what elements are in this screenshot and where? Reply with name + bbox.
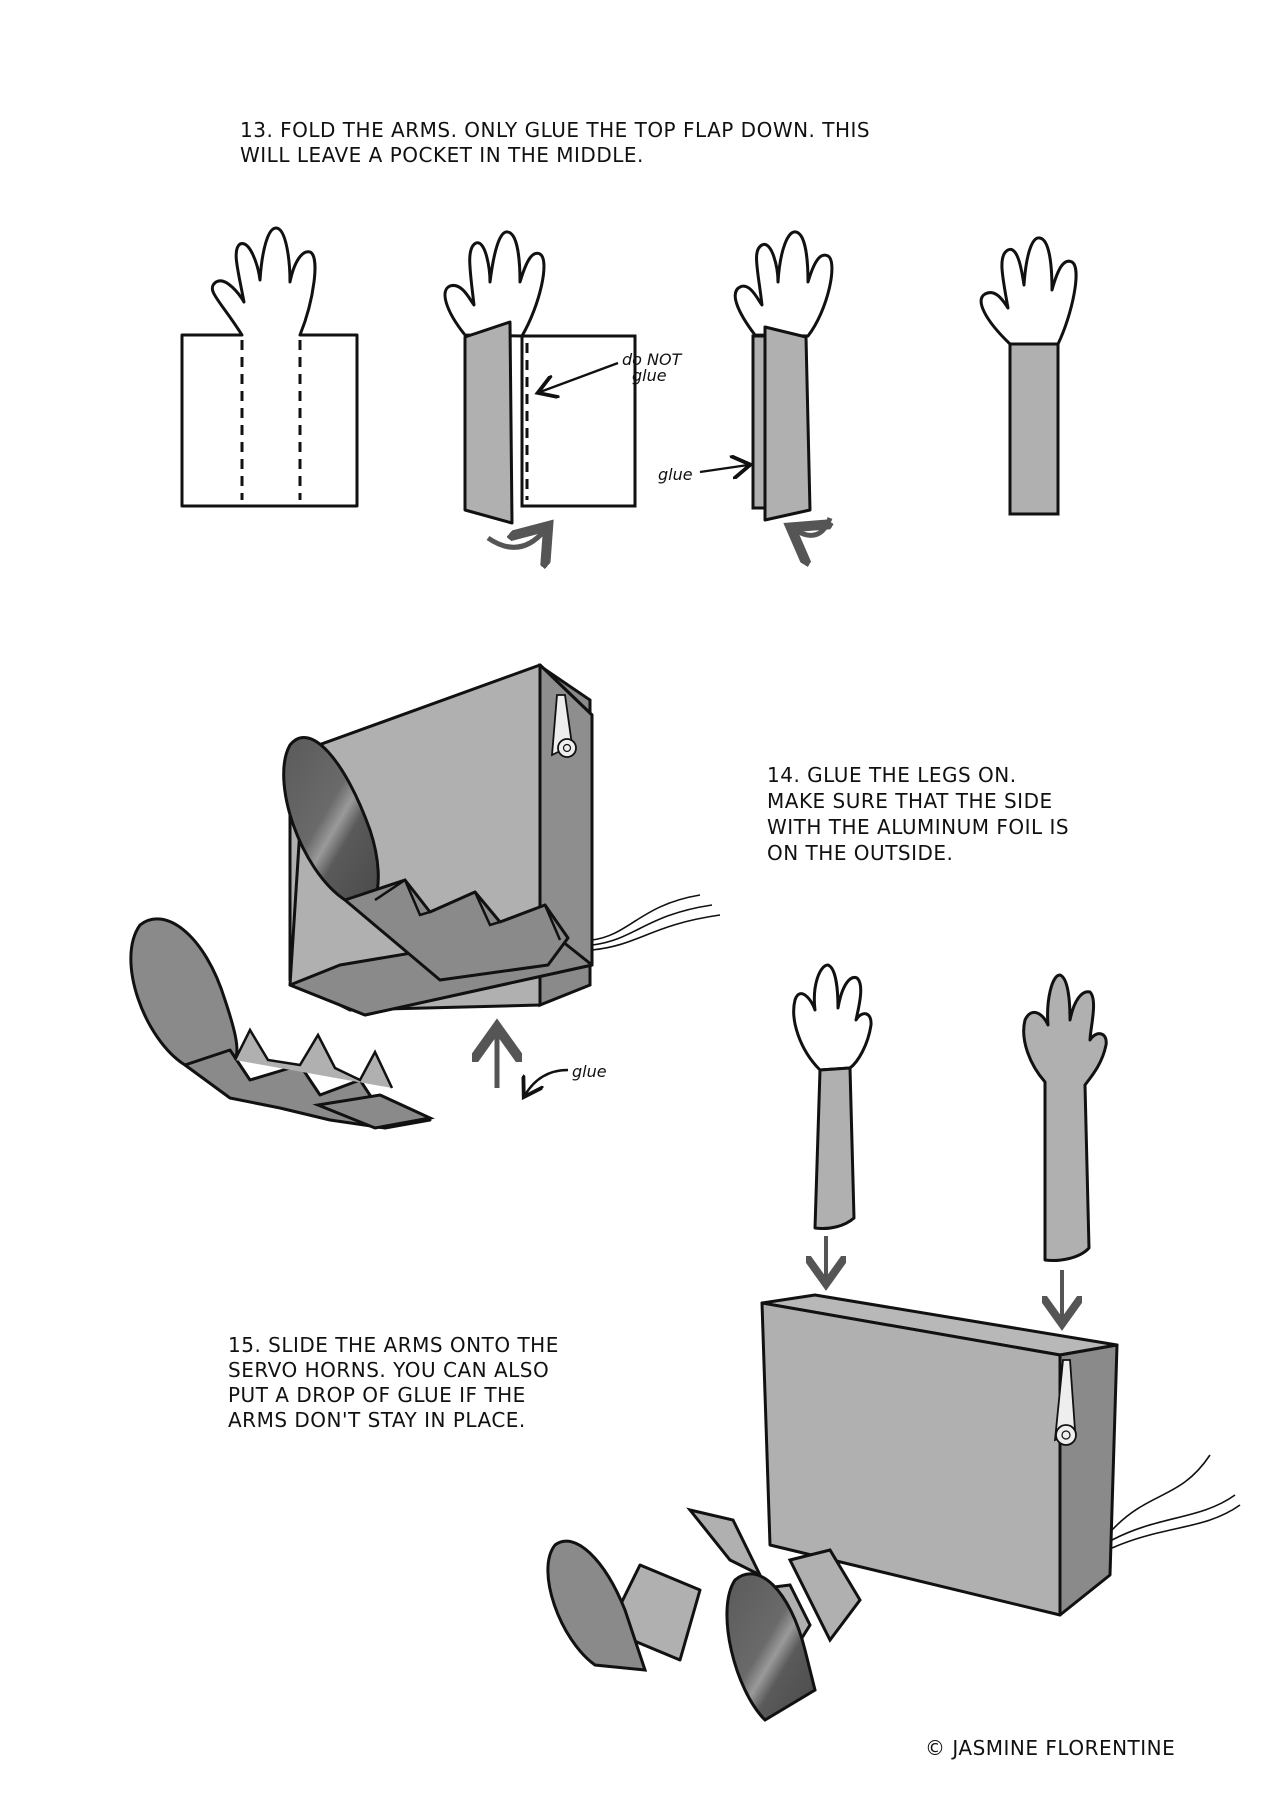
servo-horn-icon (550, 694, 577, 758)
glue-label-13: glue (658, 465, 693, 484)
servo-horn-icon (1053, 1359, 1077, 1446)
fold-right-arrow-icon (486, 530, 545, 547)
copyright: © JASMINE FLORENTINE (925, 1736, 1176, 1760)
glue-pointer-arrow-icon (525, 1068, 569, 1095)
fig15-arm-gray-hand (1022, 973, 1108, 1320)
fig15-legs (546, 1507, 862, 1722)
fig13-left-flap-folded: do NOT glue (443, 230, 686, 547)
step-15-instructions: 15. SLIDE THE ARMS ONTO THE SERVO HORNS.… (228, 1333, 559, 1432)
fig14-attached-leg (282, 736, 570, 982)
do-not-glue-label: do NOT glue (622, 350, 686, 385)
fig13-unfolded-arm (180, 226, 359, 508)
step-14-instructions: 14. GLUE THE LEGS ON. MAKE SURE THAT THE… (767, 763, 1070, 865)
servo-wires-icon (591, 894, 721, 951)
fig14-loose-leg (129, 917, 435, 1130)
step-13-instructions: 13. FOLD THE ARMS. ONLY GLUE THE TOP FLA… (240, 118, 871, 167)
fold-left-arrow-icon (795, 517, 830, 535)
fig13-finished-arm (979, 236, 1078, 516)
servo-wires-icon (1111, 1454, 1241, 1549)
glue-label-14: glue (572, 1062, 607, 1081)
fig15-body-box (760, 1293, 1241, 1617)
fig15-arm-white-hand (792, 963, 873, 1280)
fig13-right-flap-folded: glue (658, 230, 832, 535)
